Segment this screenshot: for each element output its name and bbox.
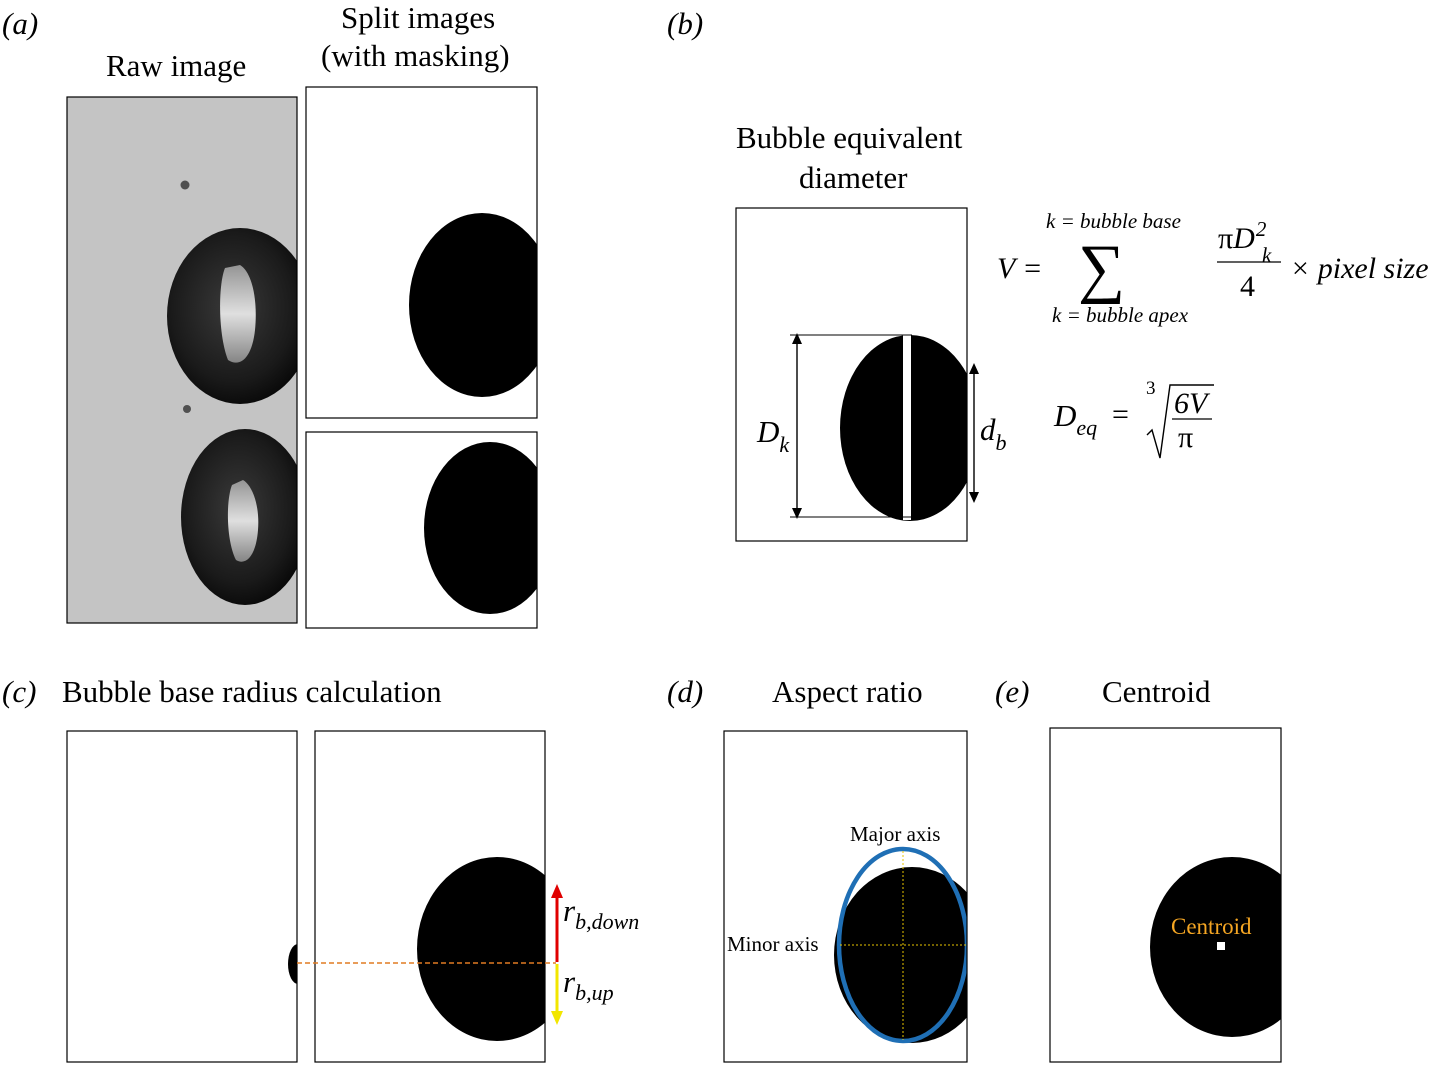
r-up-arrow-head [551, 1011, 563, 1025]
db-label: db [980, 412, 1007, 455]
fitted-ellipse [836, 846, 967, 1044]
split-images-title-1: Split images [341, 0, 495, 35]
raw-image [67, 97, 297, 623]
root-sign [1146, 384, 1214, 459]
base-right-frame [314, 730, 546, 1063]
root-numerator: 6V [1174, 387, 1211, 420]
db-arrow-head-top [969, 363, 979, 374]
raw-image-frame [66, 96, 298, 624]
centroid-label: Centroid [1171, 914, 1252, 939]
panel-e: (e) Centroid Centroid [995, 674, 1282, 1063]
panel-d-title: Aspect ratio [772, 674, 923, 709]
split-mask-upper [306, 87, 537, 418]
volume-lhs: V = [997, 252, 1043, 285]
deq-equals: = [1112, 398, 1129, 431]
panel-c-title: Bubble base radius calculation [62, 674, 442, 709]
panel-b: (b) Bubble equivalent diameter Dk db V =… [667, 6, 1429, 542]
equivalent-diameter-frame [735, 207, 968, 542]
fraction-numerator: πD2 [1218, 217, 1267, 255]
split-mask-upper-frame [305, 86, 538, 419]
base-right-image [315, 731, 545, 1062]
panel-b-letter: (b) [667, 6, 703, 41]
base-left-image [67, 731, 297, 1062]
r-up-label: rb,up [563, 964, 614, 1005]
major-axis-label: Major axis [850, 822, 940, 846]
db-arrow-head-bottom [969, 492, 979, 503]
panel-b-title-2: diameter [799, 160, 908, 195]
panel-c: (c) Bubble base radius calculation rb,do… [2, 674, 639, 1063]
dk-label: Dk [756, 414, 790, 457]
fraction-numerator-subscript: k [1262, 243, 1272, 267]
centroid-image [1050, 728, 1281, 1062]
aspect-ratio-frame [723, 730, 968, 1063]
r-down-label: rb,down [563, 893, 639, 934]
centroid-frame [1049, 727, 1282, 1063]
r-down-arrow-head [551, 884, 563, 898]
minor-axis-label: Minor axis [727, 932, 819, 956]
root-index: 3 [1146, 378, 1156, 399]
volume-formula: V = k = bubble base ∑ k = bubble apex πD… [997, 209, 1429, 327]
panel-e-letter: (e) [995, 674, 1029, 709]
equivalent-diameter-image [736, 208, 967, 541]
panel-d: (d) Aspect ratio Major axis Minor axis [667, 674, 968, 1063]
aspect-ratio-image [724, 731, 967, 1062]
base-left-frame [66, 730, 298, 1063]
pixel-size-term: × pixel size [1290, 252, 1429, 285]
slice-gap [903, 335, 911, 520]
deq-lhs: Deq [1053, 398, 1097, 440]
panel-d-letter: (d) [667, 674, 703, 709]
dk-arrow-head-top [792, 333, 802, 344]
deq-formula: Deq = 3 6V π [1053, 378, 1214, 459]
split-mask-lower [306, 432, 537, 628]
raw-image-title: Raw image [106, 48, 246, 83]
panel-b-title-1: Bubble equivalent [736, 120, 963, 155]
panel-c-letter: (c) [2, 674, 36, 709]
sum-symbol: ∑ [1078, 232, 1125, 305]
panel-a: (a) Raw image Split images (with masking… [2, 0, 538, 629]
fraction-denominator: 4 [1240, 270, 1255, 303]
split-mask-lower-frame [305, 431, 538, 629]
root-denominator: π [1178, 421, 1193, 454]
dk-arrow-head-bottom [792, 508, 802, 519]
centroid-marker [1217, 942, 1225, 950]
panel-e-title: Centroid [1102, 674, 1211, 709]
sum-upper-limit: k = bubble base [1046, 209, 1181, 233]
panel-a-letter: (a) [2, 6, 38, 41]
split-images-title-2: (with masking) [321, 38, 510, 73]
sum-lower-limit: k = bubble apex [1052, 303, 1189, 327]
